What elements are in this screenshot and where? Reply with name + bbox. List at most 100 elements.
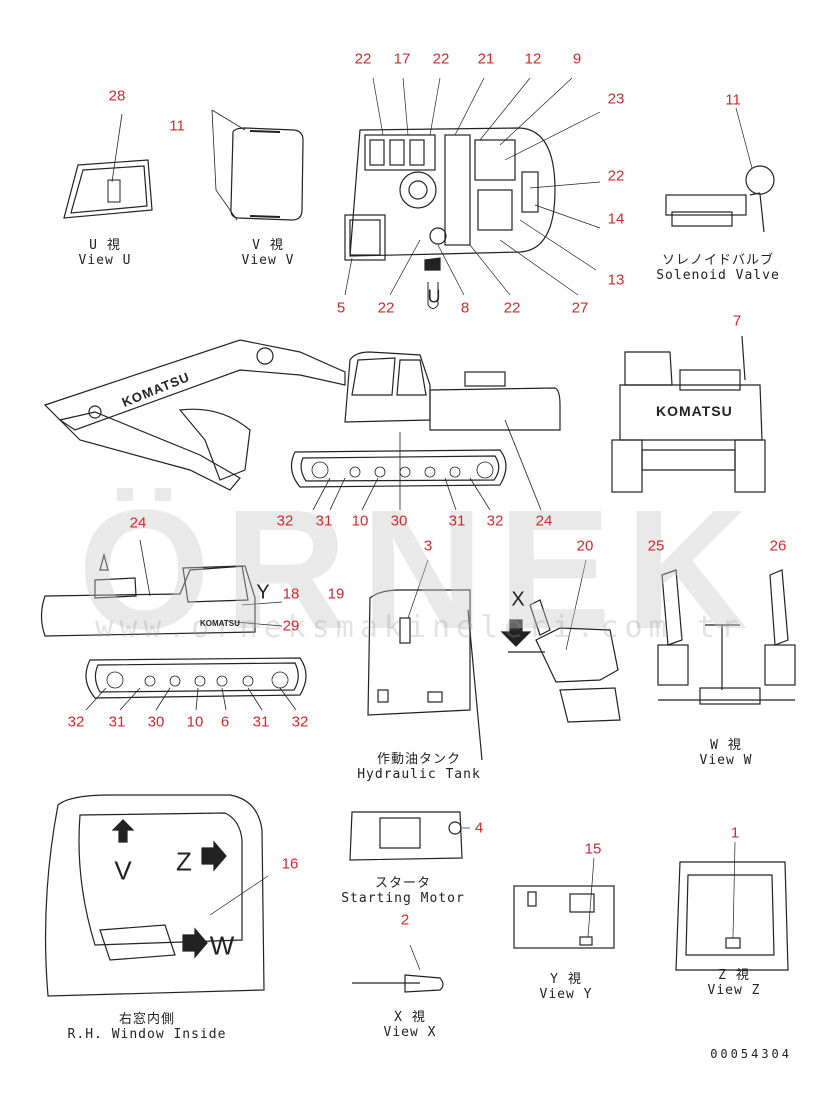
callout-9: 9 bbox=[572, 50, 582, 68]
callout-28: 28 bbox=[108, 87, 126, 105]
view-letter-w: W bbox=[209, 930, 235, 961]
caption-view-w: W 視 View W bbox=[700, 738, 753, 768]
top-view-drawing bbox=[344, 77, 601, 309]
callout-22: 22 bbox=[503, 299, 521, 317]
caption-en: View Z bbox=[707, 983, 761, 998]
caption-en: View Y bbox=[539, 987, 593, 1002]
callout-2: 2 bbox=[400, 911, 410, 929]
callout-18: 18 bbox=[282, 585, 300, 603]
callout-6: 6 bbox=[220, 713, 230, 731]
caption-en: View U bbox=[78, 253, 132, 268]
callout-10: 10 bbox=[186, 713, 204, 731]
callout-27: 27 bbox=[571, 299, 589, 317]
caption-solenoid-valve: ソレノイドバルブ Solenoid Valve bbox=[656, 253, 780, 283]
callout-32: 32 bbox=[67, 713, 85, 731]
caption-jp: X 視 bbox=[394, 1010, 426, 1025]
caption-jp: Z 視 bbox=[718, 968, 750, 983]
callout-7: 7 bbox=[732, 312, 742, 330]
callout-31: 31 bbox=[108, 713, 126, 731]
excavator-side-drawing bbox=[43, 339, 561, 511]
hydraulic-tank-drawing bbox=[367, 559, 483, 761]
view-v-drawing bbox=[211, 109, 304, 221]
caption-jp: 作動油タンク bbox=[376, 752, 462, 767]
callout-31: 31 bbox=[448, 512, 466, 530]
caption-jp: U 視 bbox=[89, 238, 121, 253]
solenoid-valve-drawing bbox=[665, 107, 775, 233]
caption-jp: ソレノイドバルブ bbox=[661, 253, 775, 268]
callout-5: 5 bbox=[336, 299, 346, 317]
caption-hydraulic-tank: 作動油タンク Hydraulic Tank bbox=[357, 752, 481, 782]
callout-29: 29 bbox=[282, 617, 300, 635]
callout-26: 26 bbox=[769, 537, 787, 555]
view-letter-z: Z bbox=[176, 846, 192, 877]
callout-10: 10 bbox=[351, 512, 369, 530]
caption-jp: W 視 bbox=[710, 738, 742, 753]
caption-en: View W bbox=[699, 753, 753, 768]
callout-17: 17 bbox=[393, 50, 411, 68]
caption-en: Hydraulic Tank bbox=[357, 767, 481, 782]
view-z-drawing bbox=[675, 841, 789, 971]
callout-20: 20 bbox=[576, 537, 594, 555]
callout-30: 30 bbox=[147, 713, 165, 731]
callout-32: 32 bbox=[291, 713, 309, 731]
callout-12: 12 bbox=[524, 50, 542, 68]
view-y-drawing bbox=[513, 857, 615, 949]
caption-view-y: Y 視 View Y bbox=[540, 972, 593, 1002]
view-letter-u: U bbox=[427, 286, 441, 307]
caption-en: Solenoid Valve bbox=[656, 268, 780, 283]
callout-24: 24 bbox=[535, 512, 553, 530]
view-x-drawing bbox=[352, 944, 444, 993]
caption-view-v: V 視 View V bbox=[242, 238, 295, 268]
window-inside-drawing bbox=[44, 794, 269, 997]
lever-stand-drawing bbox=[500, 559, 621, 723]
callout-25: 25 bbox=[647, 537, 665, 555]
callout-31: 31 bbox=[252, 713, 270, 731]
callout-13: 13 bbox=[607, 271, 625, 289]
view-letter-y: Y bbox=[256, 581, 270, 604]
caption-view-x: X 視 View X bbox=[384, 1010, 437, 1040]
starting-motor-drawing bbox=[349, 811, 470, 861]
callout-23: 23 bbox=[607, 90, 625, 108]
caption-jp: スタータ bbox=[374, 876, 432, 891]
caption-en: Starting Motor bbox=[341, 891, 465, 906]
caption-jp: V 視 bbox=[252, 238, 284, 253]
caption-en: View X bbox=[383, 1025, 437, 1040]
callout-32: 32 bbox=[276, 512, 294, 530]
caption-view-u: U 視 View U bbox=[79, 238, 132, 268]
callout-14: 14 bbox=[607, 210, 625, 228]
callout-4: 4 bbox=[474, 819, 484, 837]
callout-32: 32 bbox=[486, 512, 504, 530]
callout-16: 16 bbox=[281, 855, 299, 873]
callout-11: 11 bbox=[725, 91, 741, 109]
callout-8: 8 bbox=[460, 299, 470, 317]
caption-en: View V bbox=[241, 253, 295, 268]
callout-22: 22 bbox=[432, 50, 450, 68]
view-u-drawing bbox=[63, 113, 153, 219]
callout-11: 11 bbox=[169, 117, 185, 135]
caption-jp: 右窓内側 bbox=[118, 1012, 176, 1027]
caption-window-inside: 右窓内側 R.H. Window Inside bbox=[68, 1012, 227, 1042]
callout-22: 22 bbox=[377, 299, 395, 317]
callout-15: 15 bbox=[584, 840, 602, 858]
view-letter-x: X bbox=[511, 588, 525, 611]
callout-22: 22 bbox=[354, 50, 372, 68]
view-w-drawing bbox=[657, 569, 796, 705]
callout-30: 30 bbox=[390, 512, 408, 530]
callout-1: 1 bbox=[730, 824, 740, 842]
brand-rear: KOMATSU bbox=[656, 403, 733, 419]
caption-starting-motor: スタータ Starting Motor bbox=[341, 876, 465, 906]
callout-21: 21 bbox=[477, 50, 495, 68]
callout-22: 22 bbox=[607, 167, 625, 185]
brand-side: KOMATSU bbox=[200, 619, 240, 628]
excavator-right-drawing bbox=[40, 539, 307, 711]
excavator-rear-drawing bbox=[611, 335, 766, 493]
callout-3: 3 bbox=[423, 537, 433, 555]
caption-view-z: Z 視 View Z bbox=[708, 968, 761, 998]
callout-24: 24 bbox=[129, 514, 147, 532]
caption-jp: Y 視 bbox=[550, 972, 582, 987]
drawing-code: 00054304 bbox=[710, 1047, 792, 1061]
view-letter-v: V bbox=[114, 855, 132, 886]
callout-19: 19 bbox=[327, 585, 345, 603]
callout-31: 31 bbox=[315, 512, 333, 530]
